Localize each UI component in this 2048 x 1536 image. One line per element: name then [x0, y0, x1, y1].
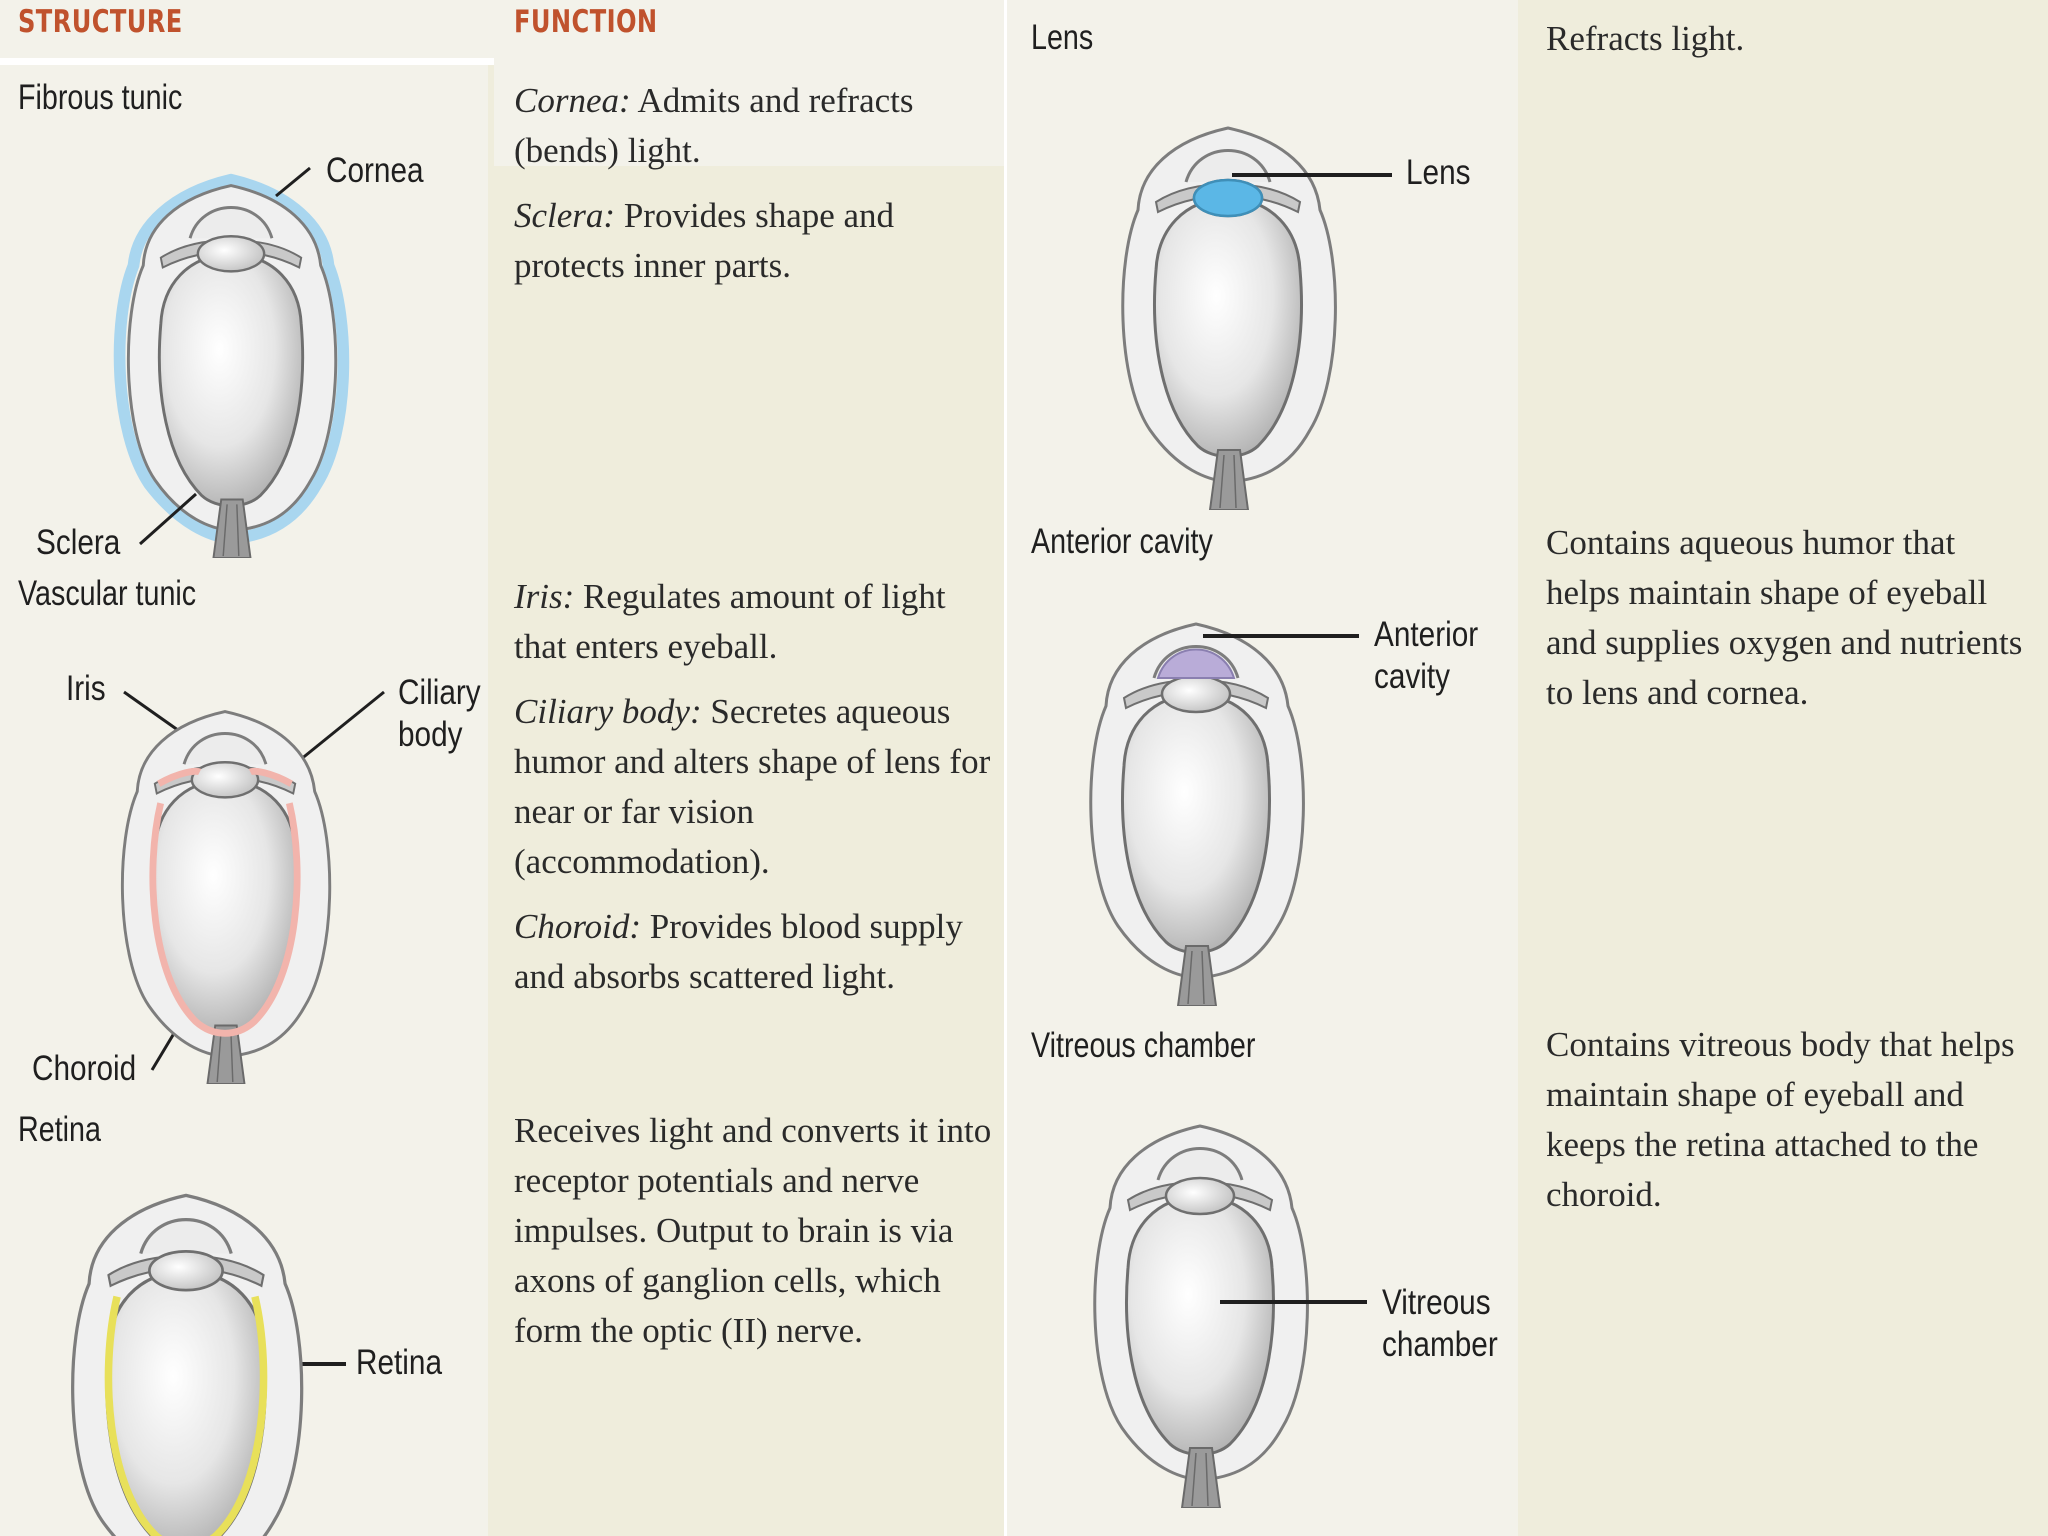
structure-name-vitreous-chamber: Vitreous chamber — [1031, 1026, 1256, 1065]
label-ciliary-body-line2: body — [398, 715, 463, 754]
label-vitreous-chamber-line1: Vitreous — [1382, 1283, 1491, 1322]
label-anterior-cavity-line1: Anterior — [1374, 615, 1479, 654]
eye-diagram-fibrous-tunic — [113, 173, 350, 558]
structure-name-vascular-tunic: Vascular tunic — [18, 574, 197, 613]
function-sclera: Sclera: Provides shape and protects inne… — [514, 196, 895, 285]
label-sclera: Sclera — [36, 523, 121, 562]
right-panel: Lens Lens Refracts light. Anterior cavit… — [1007, 0, 2048, 1536]
function-lens: Refracts light. — [1546, 19, 1745, 58]
label-cornea: Cornea — [326, 151, 424, 190]
eye-diagram-vascular-tunic — [90, 694, 360, 1084]
function-fibrous-tunic: Cornea: Admits and refracts (bends) ligh… — [514, 76, 994, 306]
function-heading: FUNCTION — [514, 4, 658, 40]
eye-diagram-retina — [46, 1176, 326, 1536]
cornea-function-band — [494, 58, 1004, 166]
function-retina: Receives light and converts it into rece… — [514, 1111, 992, 1350]
function-vitreous-chamber: Contains vitreous body that helps mainta… — [1546, 1025, 2015, 1214]
function-anterior-cavity: Contains aqueous humor that helps mainta… — [1546, 523, 2023, 712]
function-cornea: Cornea: Admits and refracts (bends) ligh… — [514, 81, 914, 170]
label-iris: Iris — [66, 669, 106, 708]
function-column-right — [1518, 0, 2048, 1536]
leader-lines-right — [1203, 173, 1392, 1304]
function-ciliary-body: Ciliary body: Secretes aqueous humor and… — [514, 692, 991, 881]
structure-name-lens: Lens — [1031, 18, 1094, 57]
function-column-left — [488, 0, 1004, 1536]
structure-name-retina: Retina — [18, 1110, 101, 1149]
function-vascular-tunic: Iris: Regulates amount of light that ent… — [514, 572, 994, 1017]
structure-name-fibrous-tunic: Fibrous tunic — [18, 78, 183, 117]
label-ciliary-body-line1: Ciliary — [398, 673, 481, 712]
eye-diagram-lens — [1083, 110, 1373, 510]
panel-divider — [1004, 0, 1008, 1536]
eye-diagram-anterior-cavity — [1051, 606, 1341, 1006]
label-vitreous-chamber-line2: chamber — [1382, 1325, 1498, 1364]
left-panel: STRUCTURE FUNCTION Fibrous tunic Cornea … — [0, 0, 1004, 1536]
function-iris: Iris: Regulates amount of light that ent… — [514, 577, 946, 666]
structure-name-anterior-cavity: Anterior cavity — [1031, 522, 1213, 561]
label-anterior-cavity-line2: cavity — [1374, 657, 1451, 696]
label-lens: Lens — [1406, 153, 1471, 192]
label-retina: Retina — [356, 1343, 442, 1382]
structure-heading: STRUCTURE — [18, 4, 183, 40]
label-choroid: Choroid — [32, 1049, 137, 1088]
function-choroid: Choroid: Provides blood supply and absor… — [514, 907, 963, 996]
